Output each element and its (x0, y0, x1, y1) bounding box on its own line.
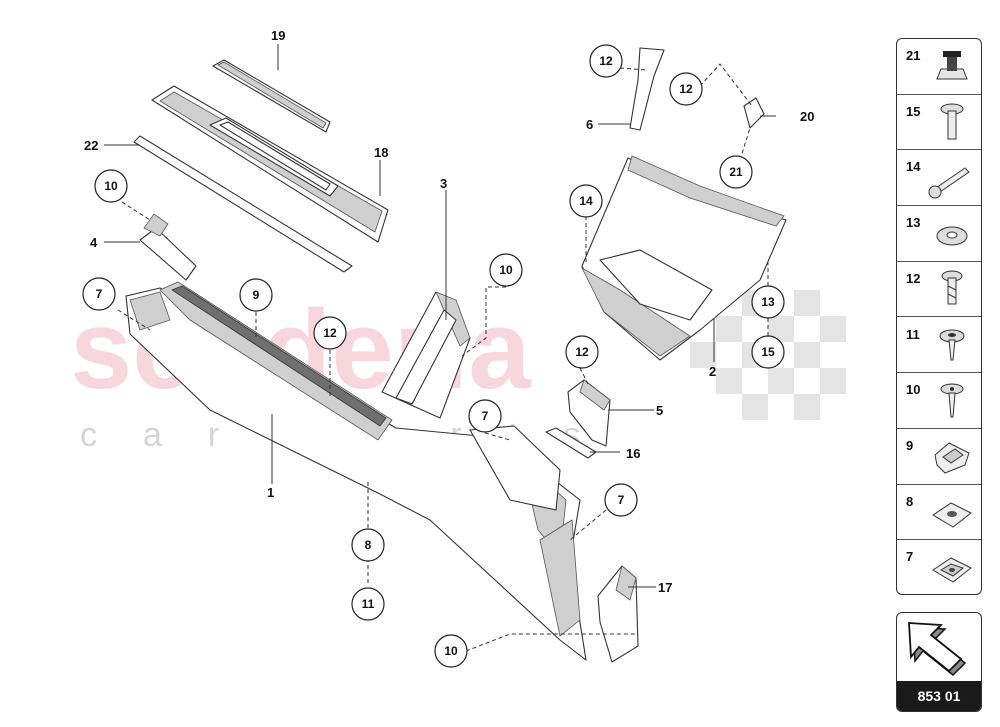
label-19: 19 (271, 28, 285, 43)
callout-12c: 12 (589, 44, 623, 78)
callout-12d: 12 (669, 72, 703, 106)
page-code: 853 01 (897, 681, 981, 711)
label-3: 3 (440, 176, 447, 191)
svg-text:7: 7 (482, 409, 489, 423)
part-20-bracket (743, 97, 765, 129)
callout-circles: 7 9 10 12 10 8 11 7 7 10 12 12 12 14 21 … (82, 44, 785, 668)
rivet-icon (939, 329, 965, 360)
label-1: 1 (267, 485, 274, 500)
callout-7a: 7 (82, 277, 116, 311)
svg-text:7: 7 (618, 493, 625, 507)
clip-nut-icon (936, 51, 968, 80)
part-6-bracket (629, 47, 665, 131)
part-3-bracket (381, 291, 471, 419)
legend-item[interactable]: 21 (897, 39, 981, 95)
part-labels: 19 18 22 4 3 1 6 20 2 5 16 17 (84, 28, 814, 595)
legend-number: 14 (906, 159, 921, 175)
svg-text:12: 12 (323, 326, 337, 340)
legend-number: 9 (906, 437, 914, 453)
arrow-up-left-icon (908, 622, 967, 677)
legend-item[interactable]: 8 (897, 485, 981, 541)
bolt-icon (940, 103, 964, 140)
label-4: 4 (90, 235, 98, 250)
part-4-bracket (139, 213, 197, 281)
spring-clip-icon (934, 442, 970, 474)
screw-icon (941, 270, 963, 305)
svg-text:10: 10 (104, 179, 118, 193)
push-clip-icon (940, 383, 964, 418)
part-5-bracket (567, 379, 611, 447)
svg-text:13: 13 (761, 295, 775, 309)
legend-number: 13 (906, 215, 921, 231)
label-20: 20 (800, 109, 814, 124)
legend-number: 12 (906, 270, 921, 286)
part-2-arch-liner (581, 155, 787, 361)
legend-item[interactable]: 15 (897, 95, 981, 151)
legend-number: 15 (906, 103, 921, 119)
label-6: 6 (586, 117, 593, 132)
leader-lines (104, 44, 776, 652)
washer-icon (936, 226, 968, 246)
part-1-sill-panel (125, 281, 587, 661)
legend-number: 11 (906, 326, 920, 342)
callout-14: 14 (569, 184, 603, 218)
square-nut-icon (932, 502, 972, 528)
label-17: 17 (658, 580, 672, 595)
legend-item[interactable]: 7 (897, 540, 981, 594)
svg-text:7: 7 (96, 287, 103, 301)
label-5: 5 (656, 403, 663, 418)
legend-number: 21 (906, 48, 921, 63)
part-19-trim-strip (212, 59, 331, 133)
callout-10c: 10 (434, 634, 468, 668)
svg-text:9: 9 (253, 288, 260, 302)
part-17-extension (597, 565, 639, 663)
callout-21: 21 (719, 155, 753, 189)
callout-12b: 12 (565, 335, 599, 369)
legend-item[interactable]: 11 (897, 318, 981, 374)
callout-8: 8 (351, 528, 385, 562)
callout-10b: 10 (489, 253, 523, 287)
label-2: 2 (709, 364, 716, 379)
legend-item[interactable]: 12 (897, 262, 981, 318)
long-bolt-icon (928, 167, 970, 199)
svg-text:14: 14 (579, 194, 593, 208)
legend-item[interactable]: 13 (897, 206, 981, 262)
legend-number: 8 (906, 493, 914, 509)
nav-button[interactable]: 853 01 (896, 612, 982, 712)
svg-text:10: 10 (444, 644, 458, 658)
legend-item[interactable]: 9 (897, 429, 981, 485)
legend-number: 10 (906, 382, 921, 398)
legend-number: 7 (906, 549, 914, 565)
callout-7b: 7 (468, 399, 502, 433)
part-22-seal (133, 135, 353, 273)
label-18: 18 (374, 145, 388, 160)
callout-13: 13 (751, 285, 785, 319)
legend-item[interactable]: 10 (897, 373, 981, 429)
callout-9: 9 (239, 278, 273, 312)
callout-10a: 10 (94, 169, 128, 203)
svg-text:12: 12 (599, 54, 613, 68)
callout-12a: 12 (313, 316, 347, 350)
callout-15: 15 (751, 335, 785, 369)
fastener-legend: 21 15 14 13 12 11 (896, 38, 982, 595)
svg-text:15: 15 (761, 345, 775, 359)
label-22: 22 (84, 138, 98, 153)
svg-text:12: 12 (679, 82, 693, 96)
svg-text:10: 10 (499, 263, 513, 277)
part-18-sill-cover (151, 85, 389, 243)
svg-text:12: 12 (575, 345, 589, 359)
callout-7c: 7 (604, 483, 638, 517)
callout-11: 11 (351, 587, 385, 621)
legend-item[interactable]: 14 (897, 150, 981, 207)
svg-text:21: 21 (729, 165, 743, 179)
svg-text:8: 8 (365, 538, 372, 552)
sheet-nut-icon (932, 557, 972, 583)
svg-text:11: 11 (362, 597, 375, 611)
label-16: 16 (626, 446, 640, 461)
